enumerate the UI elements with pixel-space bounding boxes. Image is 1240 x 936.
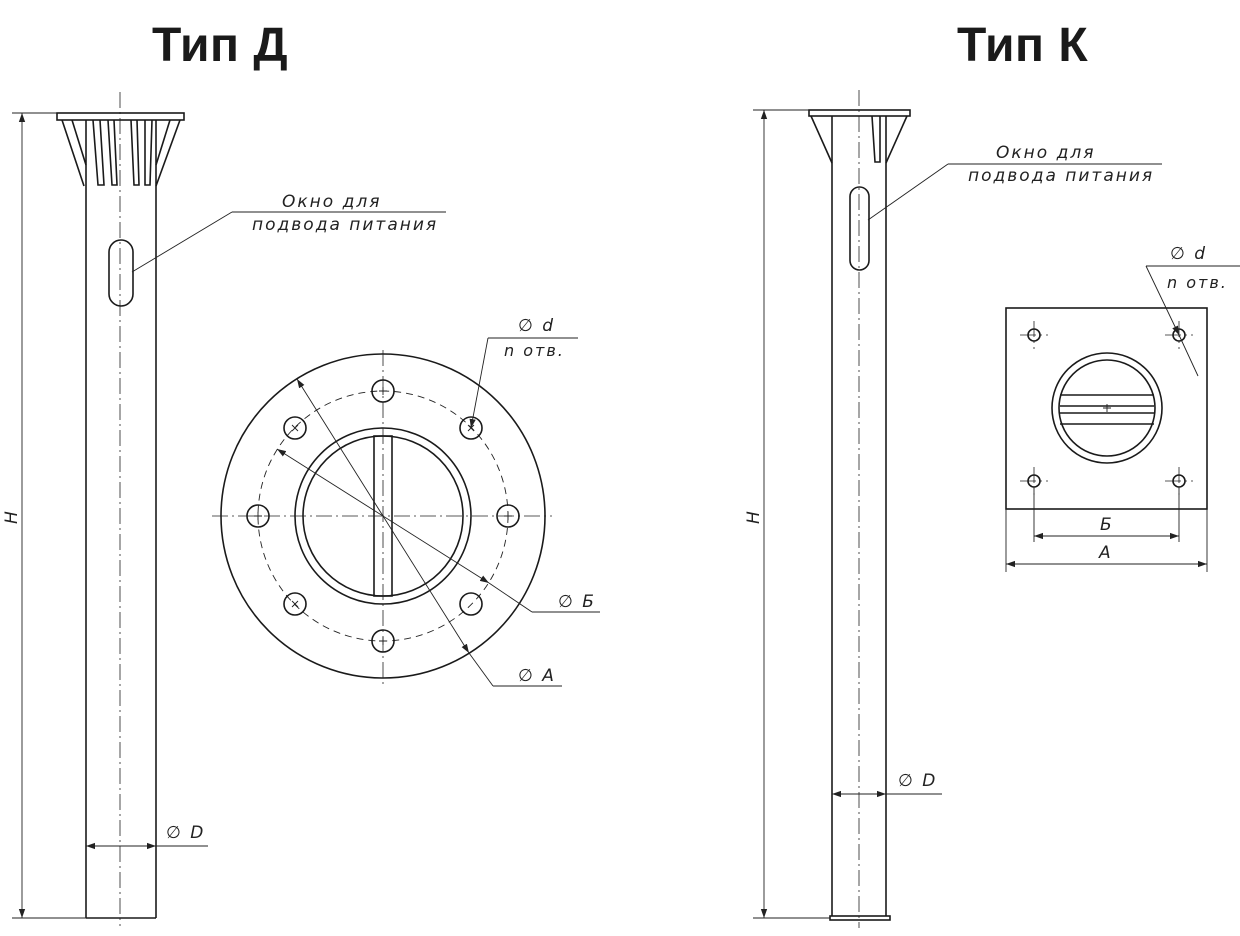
round-flange-plan: ∅ А ∅ Б ∅ d n отв. — [212, 316, 600, 687]
window-callout-k: Окно для подвода питания — [867, 143, 1162, 221]
pipe-diameter-label-d: ∅ D — [166, 823, 205, 843]
hole-diameter-label-d: ∅ d — [518, 316, 555, 336]
window-label-line1-k: Окно для — [996, 143, 1095, 163]
pipe-type-k — [808, 90, 911, 928]
square-flange-plan: ∅ d n отв. Б А — [1005, 244, 1240, 572]
bolt-hole — [496, 504, 520, 528]
title-type-k: Тип К — [957, 19, 1089, 72]
cable-window-k — [849, 186, 870, 271]
height-dimension-k: H — [744, 109, 830, 919]
height-label-d: H — [2, 509, 22, 524]
bolt-hole — [246, 504, 270, 528]
top-plate-k — [808, 109, 911, 117]
top-plate-d — [56, 112, 185, 121]
square-plate — [1005, 307, 1208, 510]
square-pipe-outer — [1051, 352, 1163, 464]
title-type-d: Тип Д — [152, 19, 289, 72]
square-pipe-inner — [1058, 359, 1156, 457]
rib-k-1 — [871, 115, 881, 163]
height-dimension-d: H — [2, 112, 86, 919]
pipe-diameter-dimension-k: ∅ D — [832, 771, 942, 798]
square-bolt-holes — [1020, 321, 1193, 495]
hole-diameter-label-k: ∅ d — [1170, 244, 1207, 264]
rib-d-4 — [144, 119, 153, 186]
window-callout-d: Окно для подвода питания — [131, 192, 446, 273]
pipe-diameter-dimension-d: ∅ D — [86, 823, 208, 850]
flange-b-label: ∅ Б — [558, 592, 596, 612]
bolt-hole — [459, 592, 483, 616]
square-b-label: Б — [1100, 515, 1114, 535]
rib-d-3 — [130, 119, 140, 186]
window-label-line2-d: подвода питания — [252, 215, 438, 235]
pipe-diameter-label-k: ∅ D — [898, 771, 937, 791]
bottom-plate-k — [829, 915, 891, 921]
hole-count-label-k: n отв. — [1167, 273, 1228, 292]
window-label-line2-k: подвода питания — [968, 166, 1154, 186]
window-label-line1-d: Окно для — [282, 192, 381, 212]
rib-d-1 — [92, 119, 105, 186]
square-a-label: А — [1098, 543, 1113, 563]
cable-window-d — [108, 239, 134, 307]
rib-d-2 — [107, 119, 118, 186]
flange-a-label: ∅ А — [518, 666, 556, 686]
height-label-k: H — [744, 509, 764, 524]
hole-count-label-d: n отв. — [504, 341, 565, 360]
pipe-type-d — [56, 92, 185, 926]
